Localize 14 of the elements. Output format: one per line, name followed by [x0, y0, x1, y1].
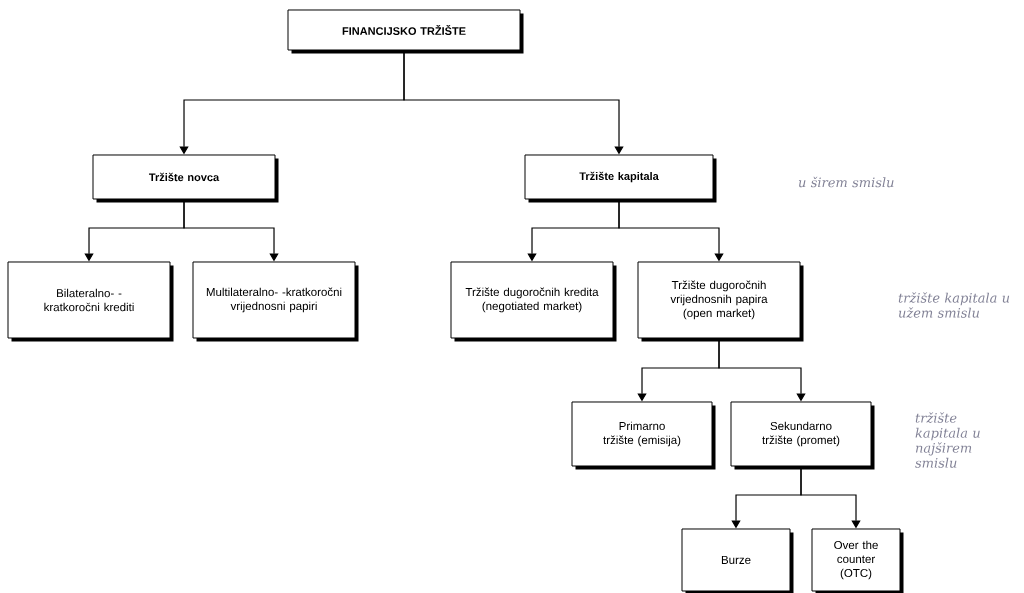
process-box: Primarno tržište (emisija): [571, 401, 716, 470]
process-box: Bilateralno- -kratkoročni krediti: [7, 261, 174, 342]
handwritten-note: u širem smislu: [798, 176, 894, 188]
process-box: Tržište dugoročnih vrijednosnih papira (open market): [637, 261, 804, 342]
process-box: Burze: [681, 528, 794, 593]
process-box: Tržište dugoročnih kredita (negotiated market): [450, 261, 617, 342]
handwritten-note: tržište kapitala u najširem smislu: [915, 412, 980, 468]
process-box: Sekundarno tržište (promet): [730, 401, 875, 470]
handwritten-note: tržište kapitala u užem smislu: [898, 292, 1010, 318]
heading-box: FINANCIJSKO TRŽIŠTE: [287, 9, 524, 54]
process-box: Over the counter (OTC): [811, 528, 904, 593]
process-box: Multilateralno- -kratkoročni vrijednosni papiri: [192, 261, 359, 342]
heading-box: Tržište novca: [92, 154, 279, 203]
heading-box: Tržište kapitala: [524, 154, 717, 203]
